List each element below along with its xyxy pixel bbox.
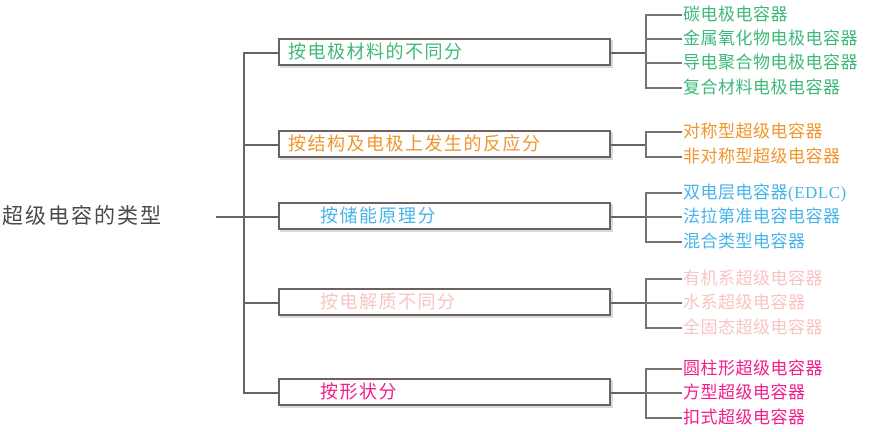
leaf-label-2-2: 非对称型超级电容器: [683, 147, 841, 166]
branch-out-line-2: [611, 144, 647, 146]
leaf-line-4-3: [645, 327, 682, 329]
leaf-label-3-2: 法拉第准电容电容器: [683, 207, 841, 226]
branch-connector-3: [243, 216, 280, 218]
leaf-label-5-2: 方型超级电容器: [683, 383, 806, 402]
leaf-bracket-2: [645, 131, 647, 157]
branch-out-line-5: [611, 392, 647, 394]
branch-connector-5: [243, 392, 280, 394]
leaf-label-3-1: 双电层电容器(EDLC): [683, 183, 847, 202]
branch-connector-1: [243, 52, 280, 54]
root-label: 超级电容的类型: [2, 204, 163, 228]
leaf-line-2-2: [645, 156, 682, 158]
leaf-label-4-1: 有机系超级电容器: [683, 269, 823, 288]
root-stem-line: [216, 216, 244, 218]
leaf-label-5-3: 扣式超级电容器: [683, 408, 806, 427]
leaf-label-1-2: 金属氧化物电极电容器: [683, 29, 858, 48]
leaf-label-5-1: 圆柱形超级电容器: [683, 359, 823, 378]
category-box-4[interactable]: 按电解质不同分: [278, 288, 611, 316]
category-label-5: 按形状分: [320, 382, 398, 402]
category-box-5[interactable]: 按形状分: [278, 378, 611, 406]
leaf-line-4-2: [645, 302, 682, 304]
leaf-line-5-1: [645, 368, 682, 370]
leaf-label-1-4: 复合材料电极电容器: [683, 78, 841, 97]
leaf-label-2-1: 对称型超级电容器: [683, 122, 823, 141]
leaf-line-2-1: [645, 131, 682, 133]
leaf-label-3-3: 混合类型电容器: [683, 232, 806, 251]
branch-connector-2: [243, 144, 280, 146]
leaf-line-1-1: [645, 14, 682, 16]
leaf-bracket-1: [645, 14, 647, 88]
leaf-line-4-1: [645, 278, 682, 280]
leaf-line-1-4: [645, 87, 682, 89]
branch-out-line-1: [611, 52, 647, 54]
leaf-line-1-2: [645, 38, 682, 40]
category-box-1[interactable]: 按电极材料的不同分: [278, 38, 611, 66]
category-label-2: 按结构及电极上发生的反应分: [288, 134, 542, 154]
leaf-line-3-3: [645, 241, 682, 243]
leaf-label-4-3: 全固态超级电容器: [683, 318, 823, 337]
leaf-line-1-3: [645, 62, 682, 64]
leaf-line-5-3: [645, 417, 682, 419]
branch-out-line-4: [611, 302, 647, 304]
category-box-2[interactable]: 按结构及电极上发生的反应分: [278, 130, 611, 158]
category-box-3[interactable]: 按储能原理分: [278, 202, 611, 230]
branch-out-line-3: [611, 216, 647, 218]
category-label-1: 按电极材料的不同分: [288, 42, 464, 62]
leaf-label-1-1: 碳电极电容器: [683, 5, 788, 24]
leaf-line-5-2: [645, 392, 682, 394]
leaf-line-3-1: [645, 192, 682, 194]
leaf-label-1-3: 导电聚合物电极电容器: [683, 53, 858, 72]
leaf-label-4-2: 水系超级电容器: [683, 293, 806, 312]
leaf-line-3-2: [645, 216, 682, 218]
category-label-4: 按电解质不同分: [320, 292, 457, 312]
trunk-line: [243, 52, 245, 393]
branch-connector-4: [243, 302, 280, 304]
category-label-3: 按储能原理分: [320, 206, 437, 226]
